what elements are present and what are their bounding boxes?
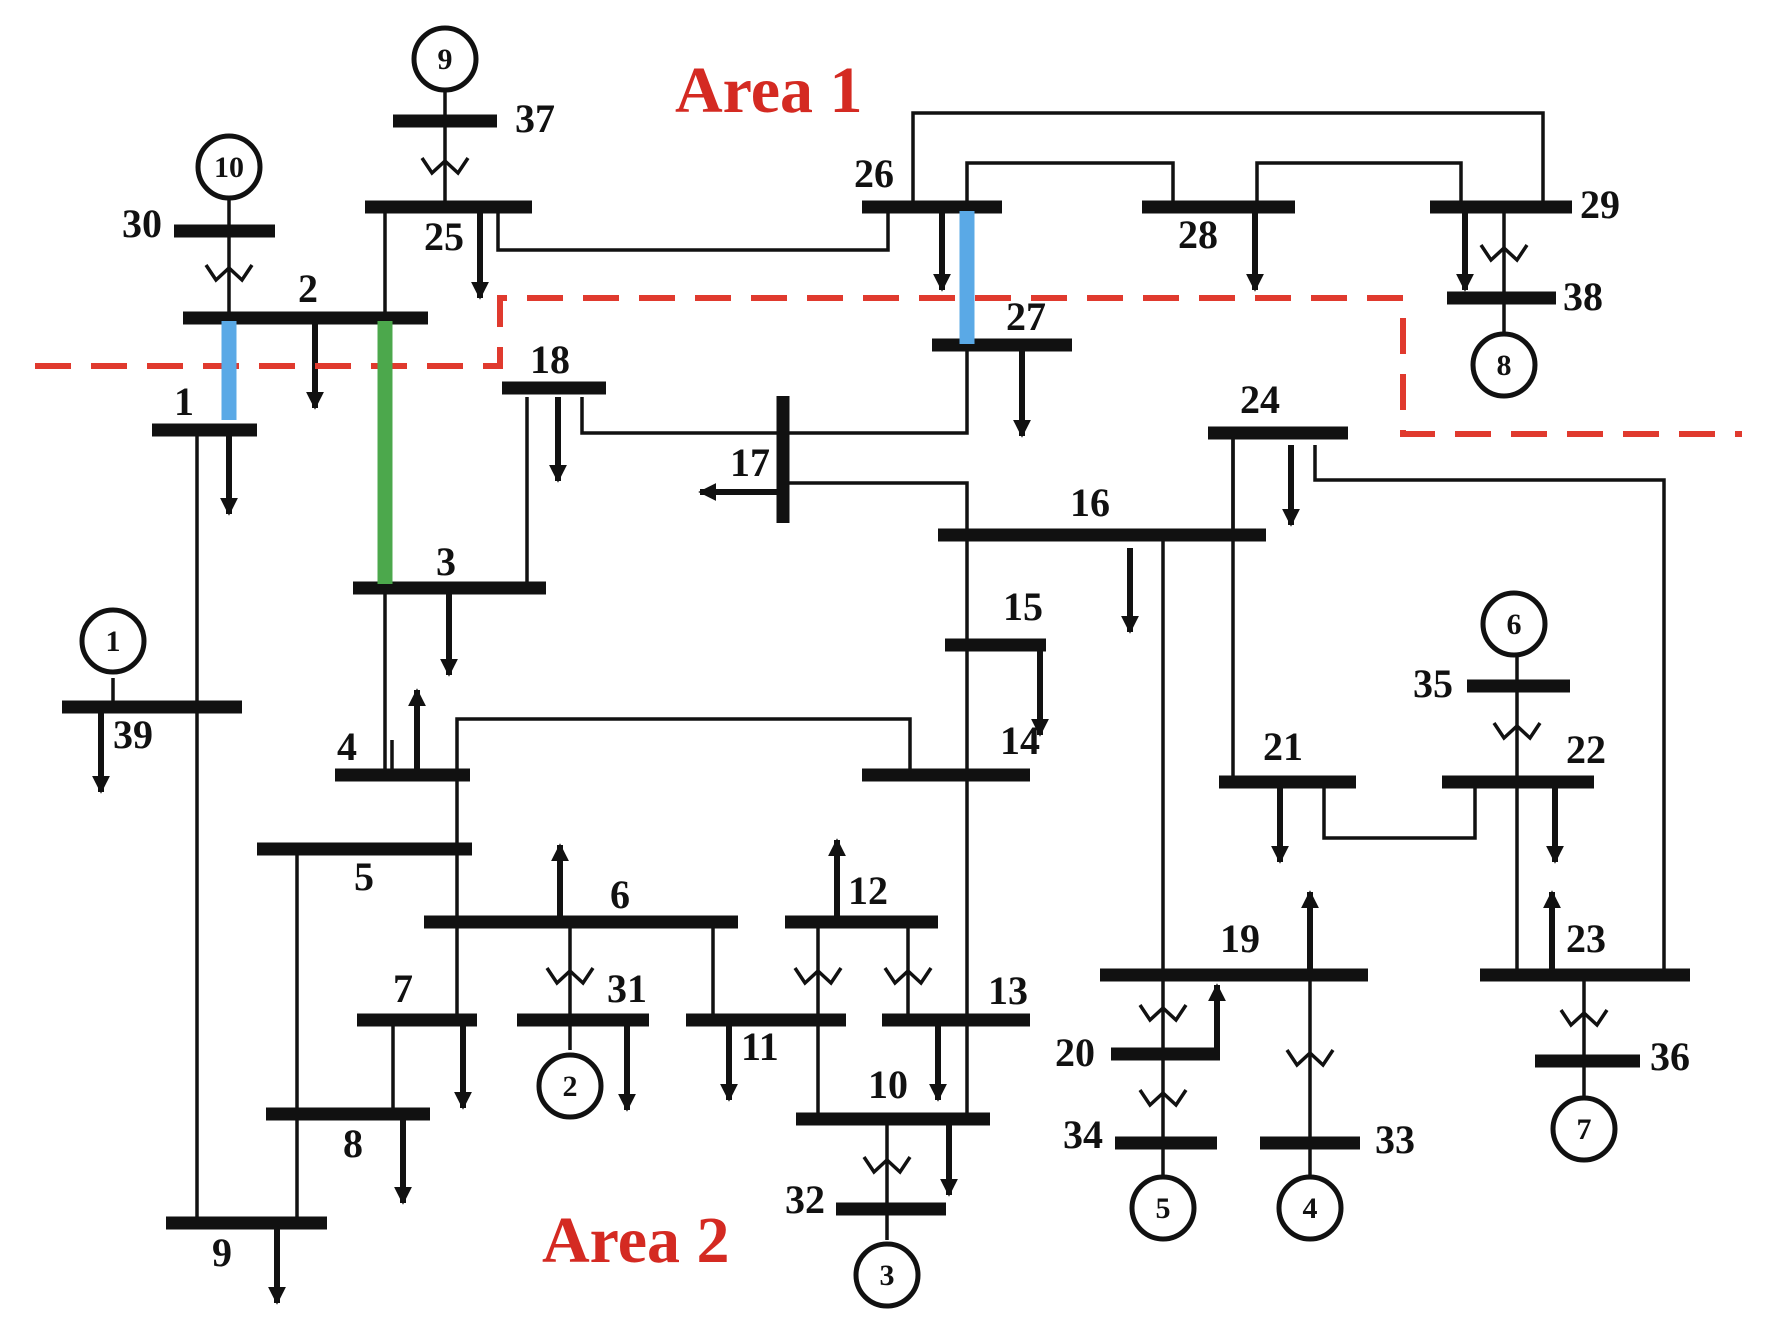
transformer-22-35 xyxy=(1492,722,1542,741)
bus-label-28: 28 xyxy=(1178,212,1218,257)
transformer-19-20 xyxy=(1138,1004,1188,1023)
transformer-19-33 xyxy=(1285,1049,1335,1068)
bus-label-26: 26 xyxy=(854,151,894,196)
bus-label-14: 14 xyxy=(1000,718,1040,763)
generator-label-2: 2 xyxy=(563,1070,578,1103)
bus-label-1: 1 xyxy=(174,379,194,424)
transformer-2-30 xyxy=(204,264,254,283)
bus-label-15: 15 xyxy=(1003,584,1043,629)
generator-9-circle xyxy=(411,25,479,93)
transformer-12-13 xyxy=(883,967,933,986)
transformer-29-38 xyxy=(1479,244,1529,263)
transformers xyxy=(111,85,1609,1240)
generator-label-9: 9 xyxy=(438,43,453,76)
line-17-18 xyxy=(580,397,783,435)
bus-label-29: 29 xyxy=(1580,182,1620,227)
bus-label-3: 3 xyxy=(436,539,456,584)
bus-label-11: 11 xyxy=(741,1024,779,1069)
transformer-23-36 xyxy=(1559,1009,1609,1028)
bus-label-2: 2 xyxy=(298,266,318,311)
bus-label-5: 5 xyxy=(354,854,374,899)
line-26-28 xyxy=(965,161,1175,207)
bus-bars xyxy=(62,114,1690,1230)
bus-label-36: 36 xyxy=(1650,1034,1690,1079)
generator-3-circle xyxy=(853,1241,921,1309)
line-4-14 xyxy=(455,717,912,775)
bus-label-4: 4 xyxy=(337,724,357,769)
bus-label-6: 6 xyxy=(610,872,630,917)
transformer-20-34 xyxy=(1138,1089,1188,1108)
bus-label-21: 21 xyxy=(1263,724,1303,769)
generator-label-4: 4 xyxy=(1303,1192,1318,1225)
transformer-25-37 xyxy=(420,157,470,176)
line-17-27 xyxy=(783,345,969,435)
bus-label-38: 38 xyxy=(1563,274,1603,319)
bus-label-22: 22 xyxy=(1566,727,1606,772)
bus-label-9: 9 xyxy=(212,1230,232,1275)
line-28-29 xyxy=(1255,161,1463,207)
line-26-29 xyxy=(911,111,1545,207)
generator-5-circle xyxy=(1129,1174,1197,1242)
bus-label-35: 35 xyxy=(1413,661,1453,706)
load-arrows xyxy=(92,207,1564,1305)
bus-label-32: 32 xyxy=(785,1177,825,1222)
generator-2-circle xyxy=(536,1052,604,1120)
bus-label-31: 31 xyxy=(607,966,647,1011)
generator-label-10: 10 xyxy=(214,151,244,184)
area-2-label: Area 2 xyxy=(542,1204,730,1277)
generators xyxy=(79,25,1618,1309)
bus-label-19: 19 xyxy=(1220,916,1260,961)
bus-label-23: 23 xyxy=(1566,916,1606,961)
bus-label-13: 13 xyxy=(988,968,1028,1013)
generator-10-circle xyxy=(195,133,263,201)
line-21-22 xyxy=(1322,782,1477,840)
transmission-lines xyxy=(195,111,1666,1223)
generator-label-5: 5 xyxy=(1156,1192,1171,1225)
bus-label-27: 27 xyxy=(1006,294,1046,339)
bus-label-30: 30 xyxy=(122,201,162,246)
bus-label-24: 24 xyxy=(1240,377,1280,422)
bus-label-20: 20 xyxy=(1055,1030,1095,1075)
generator-label-3: 3 xyxy=(880,1259,895,1292)
transformer-6-31 xyxy=(545,967,595,986)
generator-labels: 1 2 3 4 5 6 7 8 9 10 xyxy=(106,43,1592,1292)
line-23-24 xyxy=(1313,445,1666,975)
bus-label-33: 33 xyxy=(1375,1117,1415,1162)
area-1-label: Area 1 xyxy=(675,54,863,127)
bus-label-7: 7 xyxy=(393,966,413,1011)
bus-label-18: 18 xyxy=(530,337,570,382)
area-boundary-line xyxy=(35,295,1742,437)
bus-label-12: 12 xyxy=(848,868,888,913)
bus-label-39: 39 xyxy=(113,712,153,757)
generator-1-circle xyxy=(79,607,147,675)
bus-label-8: 8 xyxy=(343,1121,363,1166)
bus-label-17: 17 xyxy=(730,440,770,485)
transformer-11-12 xyxy=(793,967,843,986)
bus-label-37: 37 xyxy=(515,96,555,141)
generator-7-circle xyxy=(1550,1095,1618,1163)
generator-label-8: 8 xyxy=(1497,349,1512,382)
bus-label-25: 25 xyxy=(424,214,464,259)
generator-label-1: 1 xyxy=(106,625,121,658)
generator-label-6: 6 xyxy=(1507,608,1522,641)
generator-8-circle xyxy=(1470,331,1538,399)
generator-6-circle xyxy=(1480,590,1548,658)
line-25-26 xyxy=(496,207,890,252)
bus-label-10: 10 xyxy=(868,1062,908,1107)
transformer-10-32 xyxy=(862,1156,912,1175)
bus-label-16: 16 xyxy=(1070,480,1110,525)
line-16-17 xyxy=(783,481,969,535)
bus-labels: 1 2 3 4 5 6 7 8 9 10 11 12 13 14 15 16 1… xyxy=(113,96,1690,1275)
generator-4-circle xyxy=(1276,1174,1344,1242)
generator-label-7: 7 xyxy=(1577,1113,1592,1146)
bus-label-34: 34 xyxy=(1063,1112,1103,1157)
